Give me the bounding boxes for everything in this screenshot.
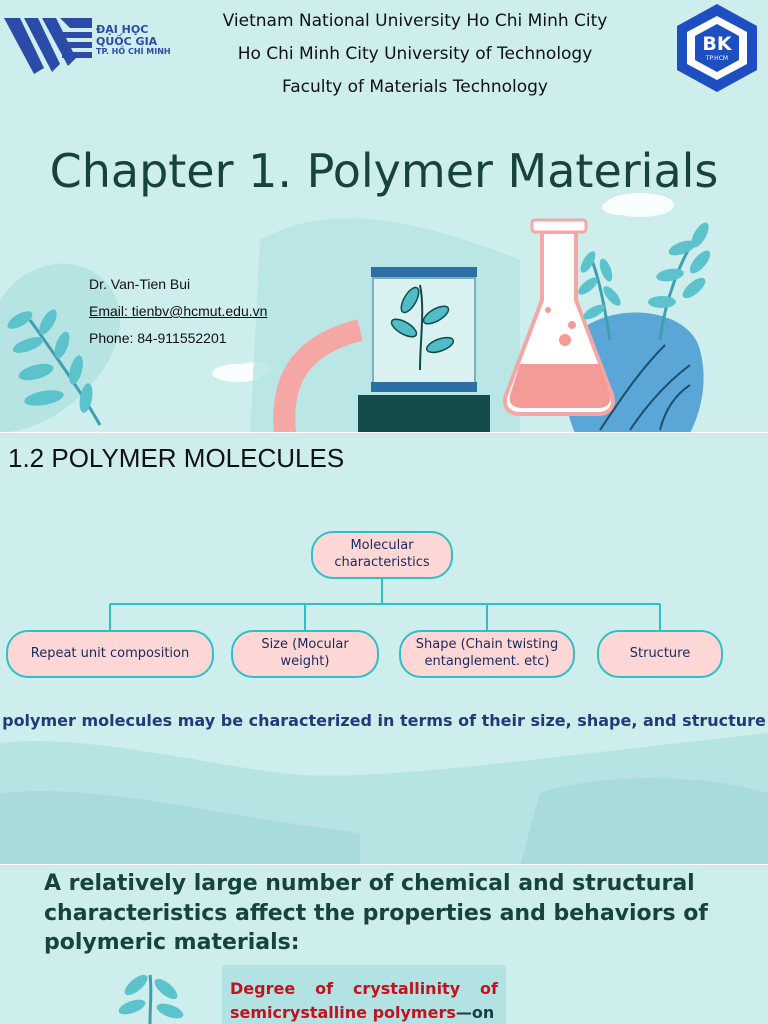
header-university: Vietnam National University Ho Chi Minh …	[222, 11, 608, 31]
callout-text: Degree of crystallinity of semicrystalli…	[230, 979, 498, 1022]
diagram-node-structure: Structure	[597, 630, 723, 678]
vnu-logo: ĐẠI HỌC QUỐC GIA TP. HỒ CHÍ MINH	[4, 18, 179, 78]
slide-background-art	[118, 974, 184, 1024]
slide-caption: polymer molecules may be characterized i…	[2, 711, 766, 730]
title-slide: ĐẠI HỌC QUỐC GIA TP. HỒ CHÍ MINH Vietnam…	[0, 0, 768, 433]
vnu-logo-mark-icon	[4, 18, 92, 74]
bottom-leaf-icon	[118, 974, 184, 1024]
diagram-node-repeat-unit: Repeat unit composition	[6, 630, 214, 678]
left-leaf-branch-icon	[7, 309, 102, 426]
diagram-root-node: Molecular characteristics	[311, 531, 453, 579]
bk-logo: BK TP.HCM	[671, 2, 763, 94]
chapter-title: Chapter 1. Polymer Materials	[49, 144, 719, 198]
author-name: Dr. Van-Tien Bui	[89, 276, 191, 292]
bk-logo-text: BK	[702, 33, 732, 55]
flask-icon	[503, 218, 615, 416]
properties-slide: A relatively large number of chemical an…	[0, 865, 768, 1024]
bk-logo-subtext: TP.HCM	[705, 55, 729, 62]
vnu-logo-line-1: ĐẠI HỌC	[96, 23, 149, 36]
header-school: Ho Chi Minh City University of Technolog…	[237, 44, 593, 64]
diagram-connectors	[109, 579, 661, 630]
vnu-logo-line-2: QUỐC GIA	[96, 35, 158, 49]
right-leaf-branch-icon	[578, 222, 711, 341]
slide-background-art	[0, 579, 768, 865]
diagram-node-size: Size (Mocular weight)	[231, 630, 379, 678]
slide-background-art	[0, 193, 711, 433]
author-email-link[interactable]: Email: tienbv@hcmut.edu.vn	[89, 303, 268, 319]
crystallinity-callout: Degree of crystallinity of semicrystalli…	[222, 965, 506, 1024]
slide-headline: A relatively large number of chemical an…	[44, 871, 708, 956]
diagram-node-shape: Shape (Chain twisting entanglement. etc)	[399, 630, 575, 678]
header-faculty: Faculty of Materials Technology	[282, 77, 548, 97]
author-phone: Phone: 84-911552201	[89, 330, 227, 346]
plant-jar-icon	[358, 267, 490, 433]
callout-tail: —on	[455, 1003, 495, 1022]
vnu-logo-text: ĐẠI HỌC QUỐC GIA TP. HỒ CHÍ MINH	[96, 23, 171, 57]
section-title: 1.2 POLYMER MOLECULES	[8, 443, 345, 473]
vnu-logo-line-3: TP. HỒ CHÍ MINH	[96, 47, 171, 57]
polymer-molecules-slide: 1.2 POLYMER MOLECULES Molecular characte…	[0, 433, 768, 865]
bk-logo-hexagon-icon	[677, 4, 757, 92]
